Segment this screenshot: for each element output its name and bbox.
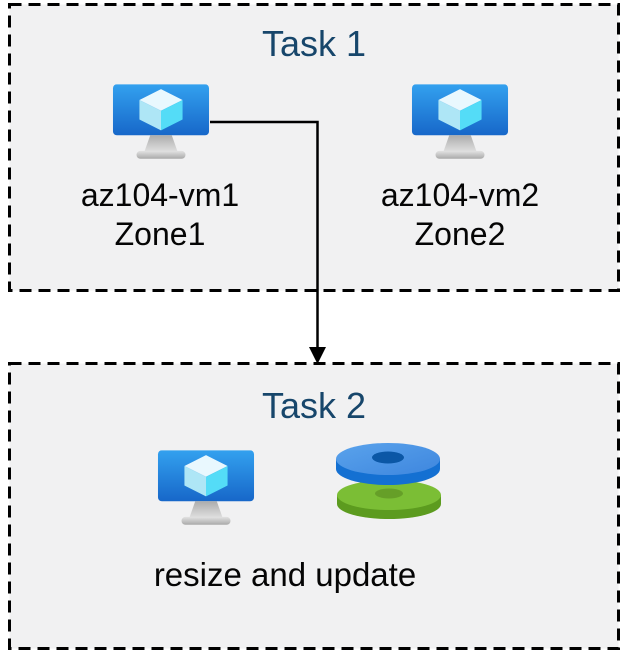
task2-caption: resize and update [153,556,417,593]
virtual-machine-icon [157,450,255,527]
flow-arrow [210,120,319,348]
vm1-name: az104-vm1 [80,177,240,213]
vm2-zone: Zone2 [414,216,506,252]
task2-box [8,362,620,650]
task2-title: Task 2 [261,385,367,426]
managed-disks-icon [334,442,442,522]
virtual-machine-icon [411,84,509,161]
task1-box [8,3,620,292]
task1-title: Task 1 [261,23,367,64]
virtual-machine-icon [112,84,210,161]
vm1-zone: Zone1 [114,216,206,252]
vm1-label: az104-vm1 Zone1 [60,176,260,254]
vm2-label: az104-vm2 Zone2 [360,176,560,254]
vm2-name: az104-vm2 [380,177,540,213]
flow-arrow-head [309,347,326,364]
